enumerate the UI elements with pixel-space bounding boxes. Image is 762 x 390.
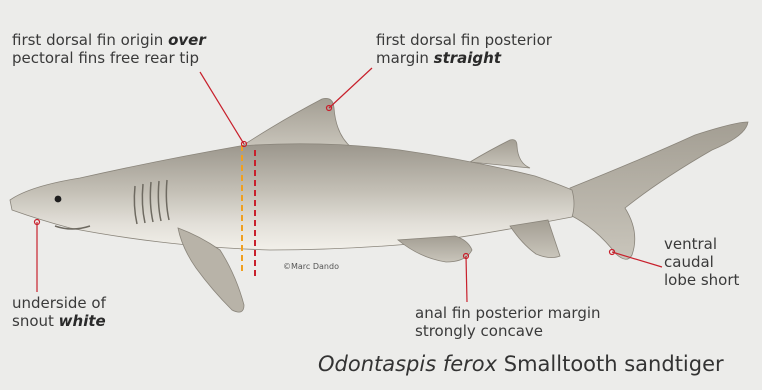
label-caudal-lobe: ventral caudal lobe short: [664, 235, 739, 289]
common-name: Smalltooth sandtiger: [504, 352, 724, 376]
pointer-anal-fin: [466, 256, 467, 302]
anal-fin: [510, 220, 560, 258]
label-snout: underside of snout white: [12, 294, 106, 330]
eye: [55, 196, 62, 203]
pelvic-fin: [398, 236, 472, 262]
scientific-name: Odontaspis ferox: [318, 352, 497, 376]
pointer-caudal: [612, 252, 662, 267]
label-first-dorsal-posterior: first dorsal fin posterior margin straig…: [376, 31, 552, 67]
label-first-dorsal-origin: first dorsal fin origin over pectoral fi…: [12, 31, 206, 67]
first-dorsal-fin: [242, 98, 352, 148]
species-name: Odontaspis ferox Smalltooth sandtiger: [318, 352, 724, 376]
pointer-dorsal-origin: [200, 72, 244, 144]
image-credit: ©Marc Dando: [283, 262, 339, 271]
pointer-dorsal-posterior: [329, 68, 372, 108]
label-anal-fin: anal fin posterior margin strongly conca…: [415, 304, 601, 340]
